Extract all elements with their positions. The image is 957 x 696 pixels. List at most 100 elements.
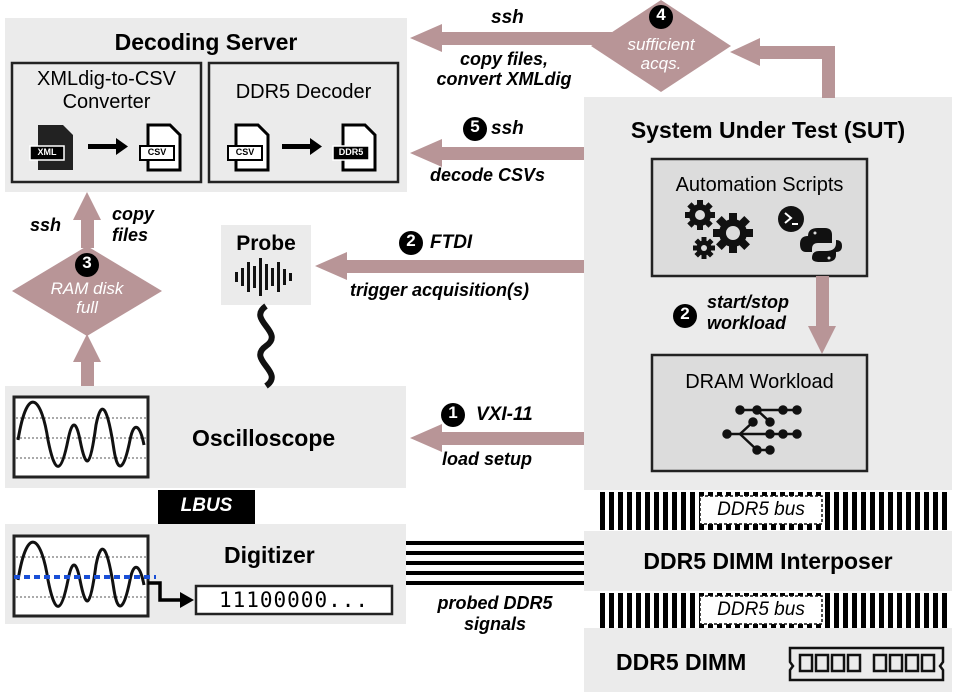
bus-stripe — [879, 593, 884, 628]
probe-title: Probe — [236, 232, 296, 255]
bus-stripe — [843, 593, 848, 628]
bus-stripe — [834, 593, 839, 628]
step-1-protocol: VXI-11 — [476, 404, 533, 425]
bus-stripe — [879, 492, 884, 530]
step-3-action-line1: copy — [112, 204, 155, 224]
xml-file-label: XML — [37, 147, 57, 157]
step-3-action-line2: files — [112, 225, 149, 245]
step-5-number: 5 — [470, 117, 480, 136]
interposer-box — [584, 531, 952, 591]
bus-stripe — [618, 492, 623, 530]
step-3-protocol: ssh — [30, 215, 62, 235]
network-icon — [722, 405, 802, 455]
step-3-line1: RAM disk — [50, 279, 124, 298]
bus-stripe — [924, 593, 929, 628]
step-4-protocol: ssh — [491, 7, 524, 28]
automation-title: Automation Scripts — [675, 174, 844, 196]
arrow-right-icon — [88, 138, 128, 155]
bus-stripe — [942, 492, 947, 530]
bus-stripe — [852, 492, 857, 530]
step-2-workload-line2: workload — [707, 313, 787, 333]
step-circles — [75, 5, 697, 427]
step-5-protocol: ssh — [491, 118, 524, 139]
bus-stripe — [690, 593, 695, 628]
bit-string: 11100000... — [218, 588, 370, 612]
bus-stripe — [645, 593, 650, 628]
step-5-action: decode CSVs — [430, 165, 546, 185]
step-3-number: 3 — [82, 253, 92, 272]
digitizer-title: Digitizer — [224, 542, 315, 568]
bus-label-box-top — [699, 495, 823, 525]
converter-title: XMLdig-to-CSV Converter — [37, 68, 176, 113]
bus-stripe — [825, 492, 830, 530]
bus-stripe — [933, 593, 938, 628]
xml-file-icon — [29, 125, 73, 170]
bus-stripe — [609, 492, 614, 530]
bus-stripe — [618, 593, 623, 628]
bus-stripe — [861, 593, 866, 628]
probed-signal-lines — [406, 541, 584, 585]
bus-stripe — [663, 593, 668, 628]
bus-stripe — [663, 492, 668, 530]
bus-stripe — [654, 492, 659, 530]
bus-stripe — [915, 492, 920, 530]
bus-stripe — [825, 593, 830, 628]
decoding-server-title: Decoding Server — [114, 29, 298, 55]
lbus-label: LBUS — [180, 495, 233, 516]
arrows — [73, 24, 836, 452]
bus-stripe — [645, 492, 650, 530]
step-1-action: load setup — [442, 449, 533, 469]
step-2-workload-number: 2 — [680, 304, 690, 323]
bit-string-box — [194, 584, 394, 616]
bus-stripe — [888, 492, 893, 530]
bus-stripe — [627, 492, 632, 530]
bus-stripe — [609, 593, 614, 628]
digitizer-screen — [12, 534, 156, 618]
step-2-workload-line1: start/stop — [707, 292, 790, 312]
bus-stripe — [690, 492, 695, 530]
probed-signals-line1: probed DDR5 — [437, 593, 553, 613]
dimm-title: DDR5 DIMM — [616, 649, 747, 675]
lbus-box — [158, 490, 255, 524]
terminal-icon — [778, 206, 804, 232]
probed-signals-line2: signals — [463, 614, 527, 634]
bus-stripe — [897, 593, 902, 628]
csv-file-label-2: CSV — [235, 147, 255, 157]
waveform-icon — [235, 258, 292, 296]
bus-stripe — [672, 593, 677, 628]
step-4-number: 4 — [656, 5, 666, 24]
bus-stripe — [906, 593, 911, 628]
bus-stripe — [600, 492, 605, 530]
ddr5-file-label: DDR5 — [338, 147, 364, 157]
bus-stripe — [906, 492, 911, 530]
bus-stripe — [933, 492, 938, 530]
bus-stripe — [654, 593, 659, 628]
bus-stripe — [861, 492, 866, 530]
sut-title: System Under Test (SUT) — [630, 117, 906, 143]
bus-stripe — [888, 593, 893, 628]
bus-stripe — [681, 593, 686, 628]
step-4-line2: acqs. — [640, 54, 682, 73]
bus-label-box-bottom — [699, 595, 823, 625]
bus-stripe — [942, 593, 947, 628]
bus-stripe — [870, 492, 875, 530]
step-2-ftdi-protocol: FTDI — [430, 232, 473, 253]
bus-stripe — [897, 492, 902, 530]
bus-stripe — [834, 492, 839, 530]
bus-stripe — [636, 492, 641, 530]
step-4-line1: sufficient — [627, 35, 695, 54]
step-4-action-line2: convert XMLdig — [436, 69, 572, 89]
step-1-number: 1 — [448, 403, 458, 422]
decoder-title: DDR5 Decoder — [235, 81, 372, 103]
bus-stripe — [627, 593, 632, 628]
bus-label-top: DDR5 bus — [717, 499, 805, 520]
bus-stripe — [870, 593, 875, 628]
bus-stripe — [852, 593, 857, 628]
arrow-right-icon-2 — [282, 138, 322, 155]
csv-file-icon — [139, 123, 182, 172]
python-icon — [800, 228, 842, 262]
step-2-ftdi-number: 2 — [406, 231, 416, 250]
gears-icon — [685, 200, 753, 259]
bus-stripe — [843, 492, 848, 530]
diamond-sufficient-acqs — [591, 0, 731, 92]
